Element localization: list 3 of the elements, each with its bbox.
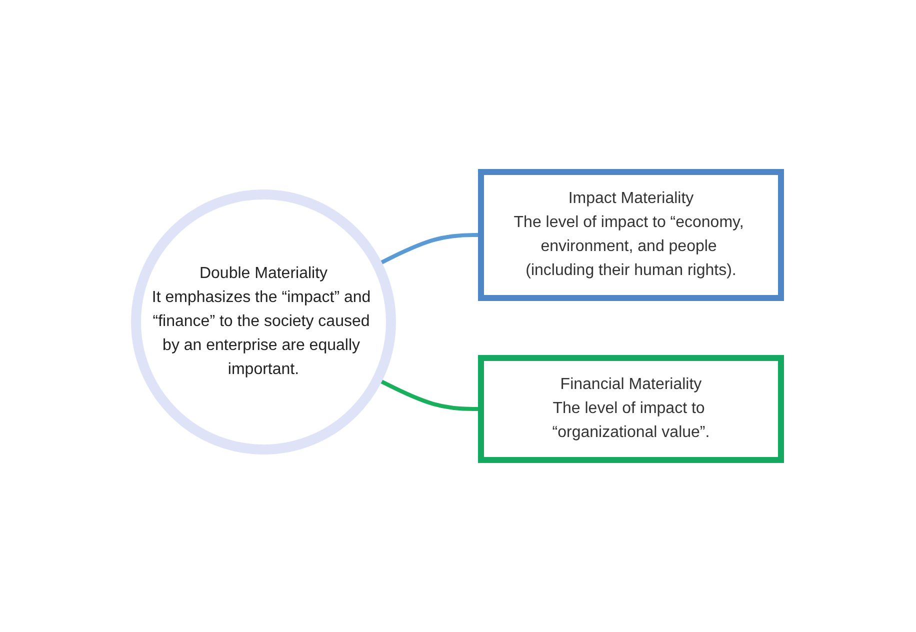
node-box: Financial Materiality The level of impact to “organizational value”.: [478, 355, 784, 463]
node-box: Impact Materiality The level of impact to “economy, environment, and people (including their human rights).: [478, 169, 784, 301]
node-circle: Double Materiality It emphasizes the “impact” and “finance” to the society caused by an enterprise are equally important.: [130, 190, 396, 454]
